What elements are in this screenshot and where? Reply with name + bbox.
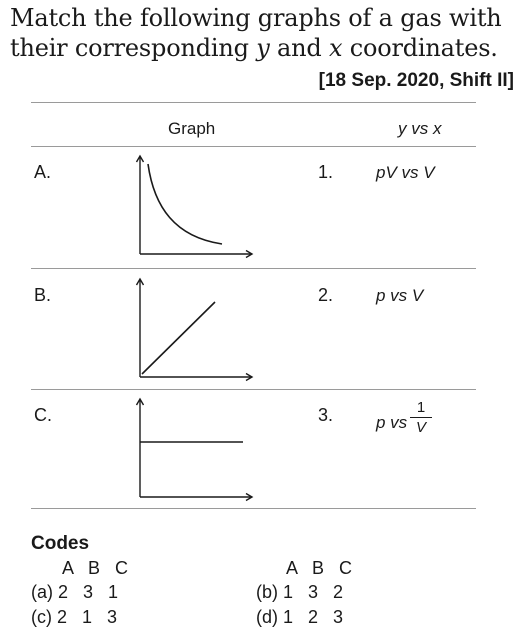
question-var-y: y [256,34,270,62]
row-letter-b: B. [34,285,52,305]
row-label-1: pV vs V [376,163,435,182]
question-line-2: their corresponding y and x coordinates. [10,34,498,62]
question-text: their corresponding [10,34,257,62]
x-axis-arrow-icon [245,492,254,502]
question-text: coordinates. [342,34,498,62]
question-line-1: Match the following graphs of a gas with [10,4,502,32]
y-axis-arrow-icon [135,154,145,163]
codes-title: Codes [31,533,90,554]
header-y-vs-x: y vs x [398,119,442,138]
table-rule-top [31,102,476,103]
row-num-2: 2. [318,285,334,305]
exam-source: [18 Sep. 2020, Shift II] [318,70,514,91]
option-a: (a) 2 3 1 [31,582,119,602]
straight-line-graph [135,277,254,382]
option-c: (c) 2 1 3 [31,607,118,627]
row-label-2: p vs V [376,286,424,305]
header-graph: Graph [168,119,216,138]
table-rule-row-b [31,389,476,390]
row-letter-a: A. [34,162,52,182]
horizontal-line-graph [135,397,254,502]
y-axis-arrow-icon [135,277,145,286]
option-b: (b) 1 3 2 [256,582,344,602]
fraction-denominator: V [415,419,426,436]
row-letter-c: C. [34,405,52,425]
question-var-x: x [328,34,343,62]
straight-line [141,301,216,375]
table-rule-row-c [31,508,476,509]
option-d: (d) 1 2 3 [256,607,344,627]
codes-header-right: A B C [286,558,353,578]
x-axis-arrow-icon [245,249,254,259]
table-rule-row-a [31,268,476,269]
row-label-3: p vs [376,413,408,432]
fraction-1-over-v: 1 V [410,400,432,436]
codes-header-left: A B C [62,558,129,578]
hyperbola-curve [147,163,223,245]
table-rule-header [31,146,476,147]
row-num-1: 1. [318,162,334,182]
hyperbola-curve-graph [135,154,254,259]
row-num-3: 3. [318,405,334,425]
x-axis-arrow-icon [245,372,254,382]
y-axis-arrow-icon [135,397,145,406]
question-text: and [269,34,329,62]
fraction-bar [410,417,432,418]
fraction-numerator: 1 [416,399,426,416]
